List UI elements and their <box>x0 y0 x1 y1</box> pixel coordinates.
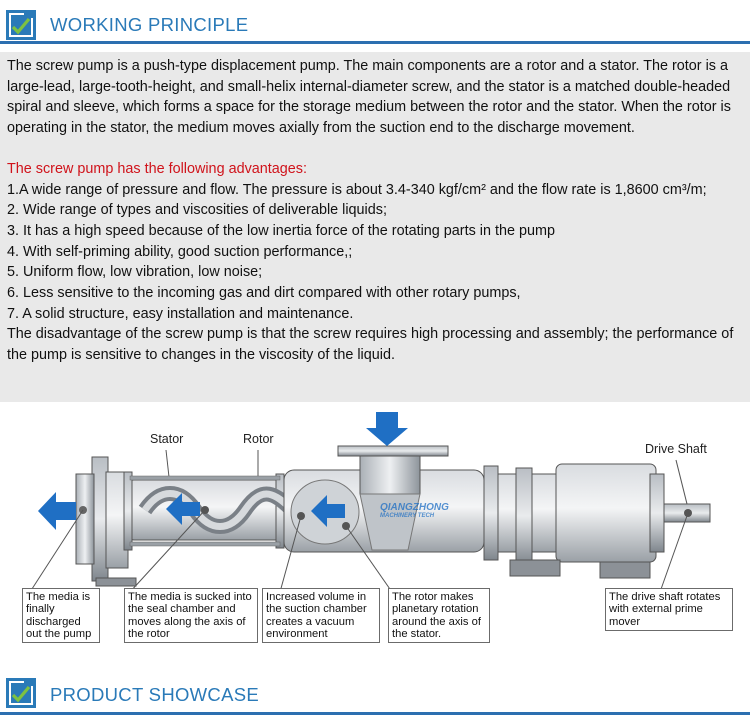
drive-shaft-label: Drive Shaft <box>645 442 707 456</box>
product-showcase-header: PRODUCT SHOWCASE <box>0 674 750 715</box>
flow-arrow-icon <box>311 495 345 527</box>
inlet-arrow-icon <box>366 412 408 446</box>
brand-subtitle: MACHINERY TECH <box>380 513 435 519</box>
rotor-label: Rotor <box>243 432 274 446</box>
working-principle-header: WORKING PRINCIPLE <box>0 6 750 46</box>
pump-illustration <box>29 412 711 593</box>
discharge-arrow-icon <box>38 492 76 530</box>
vacuum-caption: Increased volume in the suction chamber … <box>262 588 380 644</box>
advantages-heading: The screw pump has the following advanta… <box>7 160 307 177</box>
suction-caption: The media is sucked into the seal chambe… <box>124 588 258 644</box>
rotation-caption: The rotor makes planetary rotation aroun… <box>388 588 490 644</box>
section-title: WORKING PRINCIPLE <box>50 14 249 35</box>
advantage-item: 2. Wide range of types and viscosities o… <box>7 202 387 219</box>
advantage-item: 1.A wide range of pressure and flow. The… <box>7 181 707 198</box>
disadvantage-paragraph: The disadvantage of the screw pump is th… <box>7 326 734 364</box>
drive-caption: The drive shaft rotates with external pr… <box>605 588 733 631</box>
advantage-item: 4. With self-priming ability, good sucti… <box>7 243 353 260</box>
intro-paragraph: The screw pump is a push-type displaceme… <box>7 58 731 137</box>
advantage-item: 5. Uniform flow, low vibration, low nois… <box>7 264 263 281</box>
section-title: PRODUCT SHOWCASE <box>50 684 260 705</box>
advantage-item: 3. It has a high speed because of the lo… <box>7 222 555 239</box>
discharge-caption: The media is finally discharged out the … <box>22 588 100 644</box>
pump-diagram: Stator Rotor Drive Shaft QIANGZHONG MACH… <box>0 402 750 655</box>
advantage-item: 6. Less sensitive to the incoming gas an… <box>7 285 521 302</box>
brand-logo-icon <box>6 678 36 708</box>
advantage-item: 7. A solid structure, easy installation … <box>7 305 354 322</box>
brand-logo-icon <box>6 10 36 40</box>
flow-arrow-icon <box>166 493 200 525</box>
description-panel: The screw pump is a push-type displaceme… <box>0 52 750 402</box>
section-divider <box>0 712 750 715</box>
stator-label: Stator <box>150 432 184 446</box>
brand-name: QIANGZHONG <box>380 502 449 513</box>
brand-watermark: QIANGZHONG MACHINERY TECH <box>380 502 449 519</box>
section-divider <box>0 41 750 44</box>
